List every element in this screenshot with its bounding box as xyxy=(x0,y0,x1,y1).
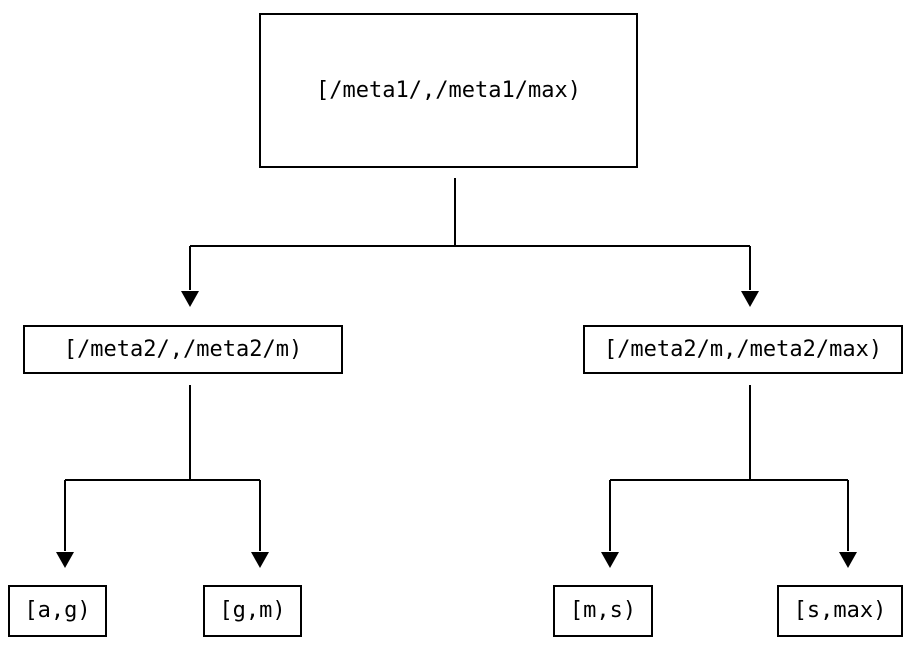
arrow-down-icon xyxy=(839,552,857,568)
node-meta2-low-label: [/meta2/,/meta2/m) xyxy=(63,336,303,362)
edge-root-to-children xyxy=(181,178,759,307)
edge-meta2high-to-children xyxy=(601,385,857,568)
node-root: [/meta1/,/meta1/max) xyxy=(259,13,638,168)
node-meta2-high: [/meta2/m,/meta2/max) xyxy=(583,325,903,374)
arrow-down-icon xyxy=(181,291,199,307)
node-leaf-s-max: [s,max) xyxy=(777,585,903,637)
edge-meta2low-to-children xyxy=(56,385,269,568)
node-meta2-low: [/meta2/,/meta2/m) xyxy=(23,325,343,374)
node-leaf-g-m-label: [g,m) xyxy=(219,598,286,623)
arrow-down-icon xyxy=(251,552,269,568)
node-leaf-m-s: [m,s) xyxy=(553,585,653,637)
node-leaf-a-g-label: [a,g) xyxy=(24,598,91,623)
node-root-label: [/meta1/,/meta1/max) xyxy=(316,77,581,103)
node-leaf-m-s-label: [m,s) xyxy=(569,598,637,623)
node-leaf-s-max-label: [s,max) xyxy=(793,598,887,623)
arrow-down-icon xyxy=(601,552,619,568)
node-leaf-a-g: [a,g) xyxy=(8,585,107,637)
arrow-down-icon xyxy=(56,552,74,568)
node-meta2-high-label: [/meta2/m,/meta2/max) xyxy=(603,336,883,362)
arrow-down-icon xyxy=(741,291,759,307)
node-leaf-g-m: [g,m) xyxy=(203,585,302,637)
